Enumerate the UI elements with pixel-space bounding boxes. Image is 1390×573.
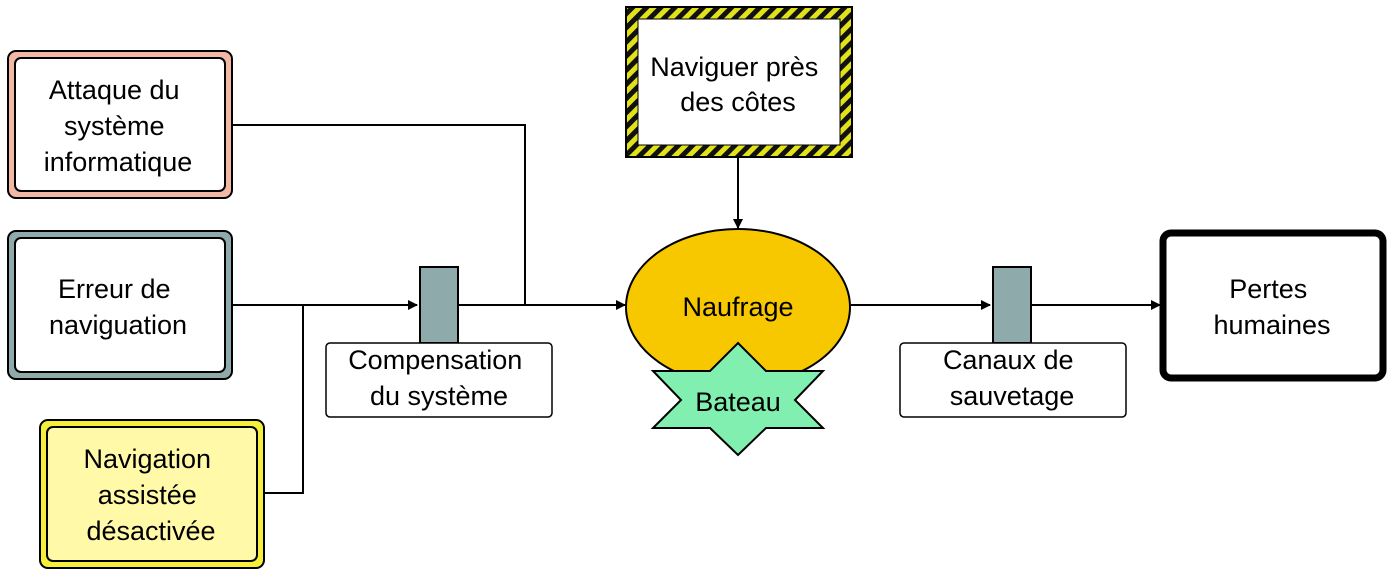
hazard-inner-box <box>637 18 841 146</box>
asset-label: Bateau <box>695 387 781 417</box>
threat-cyber-attack[interactable]: Attaque du système informatique <box>7 50 233 199</box>
consequence-loss-of-life[interactable]: Pertes humaines <box>1159 229 1387 382</box>
connector-cyber-to-event <box>233 124 526 305</box>
top-event[interactable]: Naufrage <box>625 228 851 386</box>
connector-nav-to-barrier <box>265 305 304 494</box>
barrier-preventive-box <box>325 342 553 418</box>
barrier-mitigative[interactable]: Canaux de sauvetage <box>899 266 1127 418</box>
barrier-preventive[interactable]: Compensation du système <box>325 266 553 418</box>
threat-navigation-error-inner <box>14 237 226 373</box>
hazard-coastal-navigation[interactable]: Naviguer près des côtes <box>625 6 853 158</box>
threat-assisted-navigation-off[interactable]: Navigation assistée désactivée <box>39 419 265 569</box>
hazard-label: Naviguer près des côtes <box>650 52 826 117</box>
barrier-mitigative-label: Canaux de sauvetage <box>943 345 1081 411</box>
barrier-preventive-block <box>419 266 459 344</box>
consequence-box <box>1159 229 1387 382</box>
consequence-label: Pertes humaines <box>1213 274 1330 340</box>
barrier-mitigative-box <box>899 342 1127 418</box>
threat-assisted-navigation-off-inner <box>46 426 258 562</box>
top-event-label: Naufrage <box>682 292 793 322</box>
barrier-preventive-label: Compensation du système <box>348 345 530 411</box>
threat-navigation-error[interactable]: Erreur de naviguation <box>7 230 233 380</box>
threat-cyber-attack-inner <box>14 57 226 192</box>
barrier-mitigative-block <box>992 266 1032 344</box>
asset-star-shape <box>650 341 826 457</box>
threat-navigation-error-label: Erreur de naviguation <box>49 274 187 340</box>
threat-cyber-attack-label: Attaque du système informatique <box>44 75 193 177</box>
connectors <box>233 124 1161 494</box>
asset-boat[interactable]: Bateau <box>650 341 826 457</box>
threat-assisted-navigation-off-label: Navigation assistée désactivée <box>83 444 218 546</box>
